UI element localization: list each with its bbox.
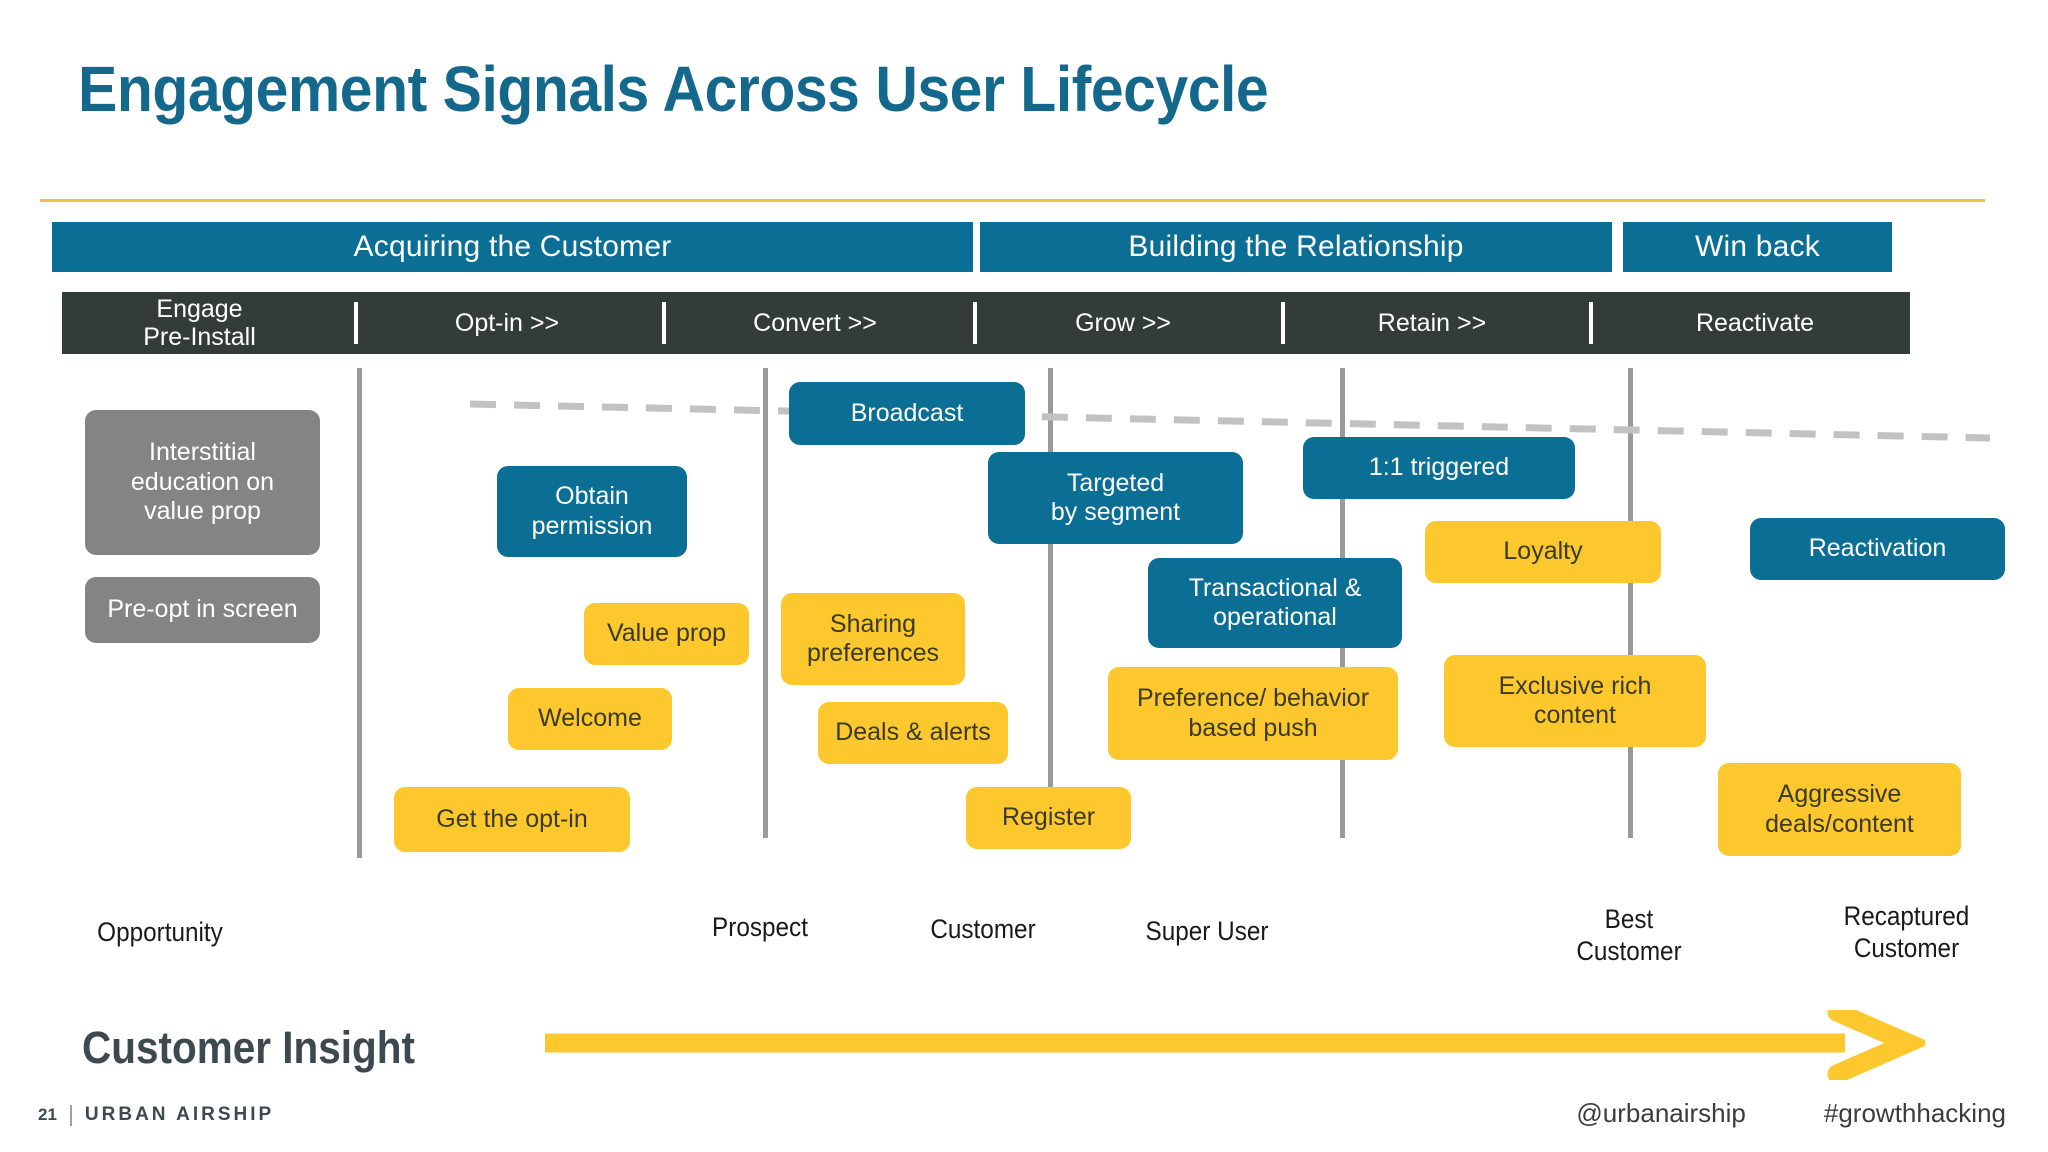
footer-twitter-handle: @urbanairship [1576,1098,1746,1128]
node-welcome[interactable]: Welcome [508,688,672,750]
node-value-prop[interactable]: Value prop [584,603,749,665]
customer-insight-label: Customer Insight [82,1022,416,1073]
node-aggressive-deals-content[interactable]: Aggressive deals/content [1718,763,1961,856]
node-broadcast[interactable]: Broadcast [789,382,1025,445]
outcome-label-opportunity: Opportunity [97,917,223,947]
guide-line-opportunity [357,368,362,858]
outcome-label-prospect: Prospect [712,912,808,942]
node-reactivation[interactable]: Reactivation [1750,518,2005,580]
phase-bar-building: Building the Relationship [980,222,1612,272]
guide-line-prospect [763,368,768,838]
engagement-trend-dashed-line [470,400,1990,442]
node-loyalty[interactable]: Loyalty [1425,521,1661,583]
stage-divider-2 [662,302,666,344]
stage-cell-engage-preinstall: Engage Pre-Install [62,292,337,354]
title-underline-rule [40,199,1985,202]
stage-label-reactivate: Reactivate [1695,309,1815,337]
node-obtain-permission[interactable]: Obtain permission [497,466,687,557]
stage-divider-4 [1281,302,1285,344]
stage-cell-retain: Retain >> [1300,292,1564,354]
footer-right: @urbanairship #growthhacking [1576,1098,2006,1129]
footer-page-number: 21 [38,1105,57,1124]
stage-cell-grow: Grow >> [992,292,1254,354]
footer-separator [69,1104,72,1126]
node-deals-alerts[interactable]: Deals & alerts [818,702,1008,764]
node-sharing-preferences[interactable]: Sharing preferences [781,593,965,685]
stage-cell-optin: Opt-in >> [372,292,642,354]
phase-bar-winback: Win back [1623,222,1892,272]
node-transactional-operational[interactable]: Transactional & operational [1148,558,1402,648]
stage-divider-5 [1589,302,1593,344]
node-exclusive-rich-content[interactable]: Exclusive rich content [1444,655,1706,747]
footer-left: 21 URBAN AIRSHIP [38,1104,274,1126]
guide-line-customer [1048,368,1053,838]
node-interstitial-education[interactable]: Interstitial education on value prop [85,410,320,555]
stage-divider-1 [354,302,358,344]
stage-cell-convert: Convert >> [682,292,948,354]
stage-label-convert: Convert >> [753,309,877,337]
stage-label-engage-preinstall: Engage Pre-Install [143,295,256,351]
outcome-label-best-customer: Best Customer [1576,904,1682,967]
customer-insight-arrow-icon [545,1010,1925,1080]
node-targeted-by-segment[interactable]: Targeted by segment [988,452,1243,544]
node-preference-behavior-push[interactable]: Preference/ behavior based push [1108,667,1398,760]
guide-line-best [1628,368,1633,838]
node-one-to-one-triggered[interactable]: 1:1 triggered [1303,437,1575,499]
stage-label-optin: Opt-in >> [454,309,560,337]
node-pre-opt-in-screen[interactable]: Pre-opt in screen [85,577,320,643]
stage-label-retain: Retain >> [1377,309,1487,337]
footer-hashtag: #growthhacking [1823,1098,2006,1128]
outcome-label-recaptured-customer: Recaptured Customer [1843,901,1970,964]
phase-bar-acquiring: Acquiring the Customer [52,222,973,272]
page-title: Engagement Signals Across User Lifecycle [78,53,1269,125]
stage-cell-reactivate: Reactivate [1610,292,1900,354]
footer-brand-logo: URBAN AIRSHIP [84,1104,275,1125]
stage-divider-3 [973,302,977,344]
outcome-label-super-user: Super User [1145,916,1269,946]
outcome-label-customer: Customer [930,914,1036,944]
stage-bar: Engage Pre-Install Opt-in >> Convert >> … [62,292,1910,354]
node-get-the-opt-in[interactable]: Get the opt-in [394,787,630,852]
stage-label-grow: Grow >> [1075,309,1171,337]
node-register[interactable]: Register [966,787,1131,849]
